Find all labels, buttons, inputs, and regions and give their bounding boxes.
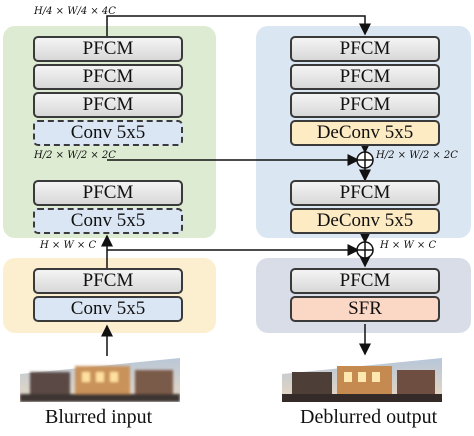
output-sfr: SFR bbox=[290, 296, 440, 322]
dim-label-half-left: H/2 × W/2 × 2C bbox=[34, 150, 116, 161]
input-conv: Conv 5x5 bbox=[33, 296, 183, 322]
sum-node-low-icon bbox=[357, 242, 373, 258]
output-pfcm: PFCM bbox=[290, 268, 440, 294]
caption-blurred-input: Blurred input bbox=[45, 406, 152, 429]
encoder-conv-2: Conv 5x5 bbox=[33, 208, 183, 234]
decoder-pfcm-4: PFCM bbox=[290, 180, 440, 206]
sum-node-mid-icon bbox=[357, 152, 373, 168]
deblurred-output-image bbox=[282, 352, 442, 402]
encoder-pfcm-1: PFCM bbox=[33, 36, 183, 62]
encoder-pfcm-3: PFCM bbox=[33, 92, 183, 118]
dim-label-quarter: H/4 × W/4 × 4C bbox=[34, 6, 116, 17]
arrow-top-skip bbox=[107, 16, 365, 36]
encoder-pfcm-4: PFCM bbox=[33, 180, 183, 206]
decoder-deconv-2: DeConv 5x5 bbox=[290, 208, 440, 234]
decoder-pfcm-1: PFCM bbox=[290, 36, 440, 62]
blurred-input-image bbox=[20, 352, 180, 402]
dim-label-full-right: H × W × C bbox=[380, 240, 436, 251]
decoder-deconv-1: DeConv 5x5 bbox=[290, 120, 440, 146]
encoder-pfcm-2: PFCM bbox=[33, 64, 183, 90]
caption-deblurred-output: Deblurred output bbox=[300, 406, 437, 429]
decoder-pfcm-3: PFCM bbox=[290, 92, 440, 118]
input-pfcm: PFCM bbox=[33, 268, 183, 294]
dim-label-half-right: H/2 × W/2 × 2C bbox=[376, 150, 458, 161]
dim-label-full-left: H × W × C bbox=[40, 240, 96, 251]
decoder-pfcm-2: PFCM bbox=[290, 64, 440, 90]
encoder-conv-1: Conv 5x5 bbox=[33, 120, 183, 146]
